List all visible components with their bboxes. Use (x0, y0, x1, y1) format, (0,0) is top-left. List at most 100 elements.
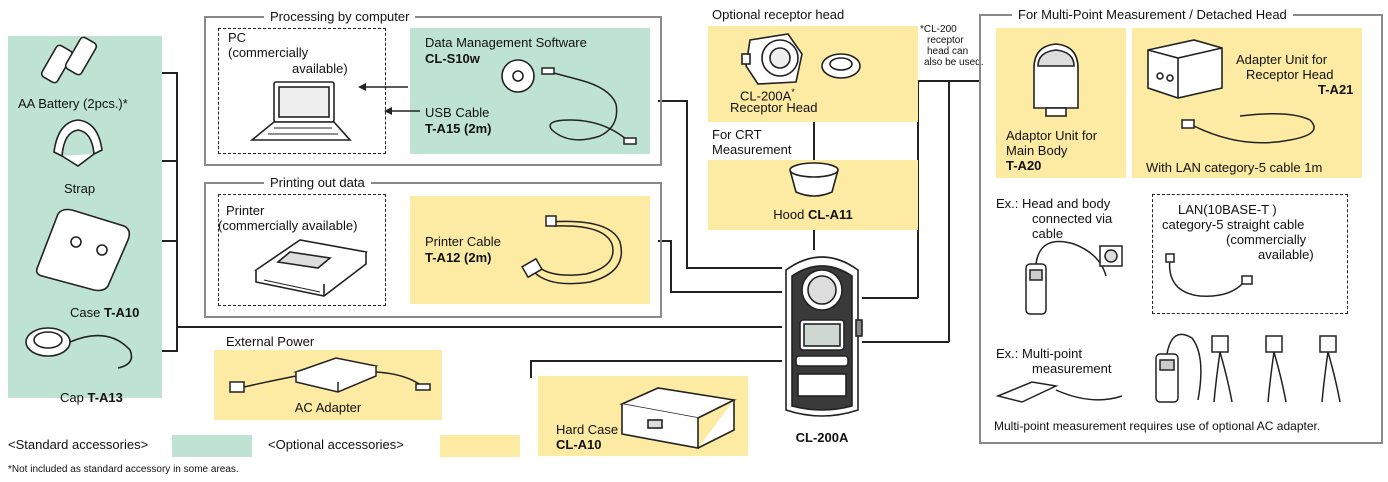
hard-case-icon (619, 387, 737, 449)
receptor-note-1: *CL-200 (920, 24, 957, 35)
arrow-software-to-pc (358, 83, 408, 91)
legend-standard-label: <Standard accessories> (8, 437, 149, 452)
hard-case-code: CL-A10 (556, 437, 602, 452)
laptop-icon (249, 81, 352, 141)
lan-cable-icon (1181, 113, 1315, 144)
receptor-head-icon (741, 33, 803, 85)
a21-code: T-A21 (1318, 82, 1354, 97)
connector-receptor-hood (813, 122, 815, 160)
usb-cable-icon (541, 67, 637, 145)
arrow-usb-to-pc (384, 107, 420, 115)
lan-cable-label: With LAN category-5 cable 1m (1146, 160, 1323, 175)
hood-label: Hood CL-A11 (773, 207, 853, 222)
main-unit-label: CL-200A (795, 430, 849, 445)
connector-receptor-right-bottom (862, 297, 918, 299)
crt-title-1: For CRT (712, 127, 762, 142)
lan-label-4: available) (1258, 247, 1314, 262)
hard-case-label: Hard Case (556, 422, 619, 437)
legend-standard-swatch (172, 435, 252, 457)
ex1-label-2: connected via (1032, 211, 1113, 226)
connector-multipoint-v (948, 80, 950, 342)
printer-label-2: (commercially available) (218, 218, 358, 233)
printing-title: Printing out data (264, 175, 371, 190)
connector-strap (162, 160, 177, 162)
external-power-title: External Power (226, 334, 315, 349)
receptor-label-1: CL-200A* (740, 87, 795, 104)
printer-cable-panel (410, 196, 650, 304)
connector-power-h (530, 360, 782, 362)
receptor-head-panel (708, 26, 918, 122)
ex2-label-1: Ex.: Multi-point (996, 346, 1082, 361)
receptor-note-2: receptor (927, 35, 964, 46)
receptor-note-3: head can (927, 46, 969, 57)
printer-cable-label: Printer Cable (425, 234, 501, 249)
printer-icon (253, 239, 368, 297)
aa-battery-icon (40, 36, 98, 84)
connector-left-bus (176, 72, 178, 352)
usb-cable-label: USB Cable (425, 105, 490, 120)
software-title: Data Management Software (425, 35, 587, 50)
usb-cable-code: T-A15 (2m) (425, 121, 492, 136)
connector-battery (162, 72, 177, 74)
connector-printing-v (670, 240, 672, 292)
receptor-note-4: also be used. (924, 57, 984, 68)
cd-rom-icon (501, 59, 535, 93)
printer-label-1: Printer (226, 203, 265, 218)
ex1-label-3: cable (1032, 226, 1064, 241)
printing-out-data-frame (204, 182, 662, 318)
software-panel (410, 28, 650, 154)
connector-cap (162, 350, 177, 352)
connector-processing-top (658, 100, 687, 102)
cap-label: Cap T-A13 (60, 390, 123, 405)
lan-label-2: category-5 straight cable (1162, 217, 1305, 232)
lens-cap-icon (25, 327, 133, 369)
printer-dashed-box (218, 194, 386, 306)
legend-footnote: *Not included as standard accessory in s… (8, 464, 239, 475)
pc-label-2: (commercially (228, 45, 309, 60)
connector-case (162, 240, 177, 242)
pc-dashed-box (218, 28, 386, 154)
processing-title: Processing by computer (264, 9, 416, 24)
legend-optional-swatch (440, 435, 520, 457)
a20-label-2: Main Body (1006, 143, 1068, 158)
connector-processing-bottom (686, 267, 782, 269)
ex1-label-1: Ex.: Head and body (996, 196, 1111, 211)
strap-icon (53, 119, 103, 167)
receptor-cap-icon (821, 53, 861, 79)
a20-label-1: Adaptor Unit for (1006, 128, 1098, 143)
connector-multipoint-bottom (862, 341, 949, 343)
lan-label-3: (commercially (1226, 232, 1307, 247)
connector-power-v (530, 360, 532, 378)
ac-adapter-label: AC Adapter (294, 400, 362, 415)
main-unit-icon (785, 256, 863, 417)
hood-icon (789, 162, 839, 197)
adapter-main-body-icon (1033, 43, 1079, 117)
lan-cable-dashed-box (1152, 194, 1348, 314)
carrying-case-icon (35, 208, 131, 292)
case-label: Case T-A10 (70, 305, 140, 320)
receptor-label-2: Receptor Head (730, 100, 818, 115)
multipoint-setup-icon (995, 333, 1341, 403)
connector-printing-bottom (670, 291, 782, 293)
legend-optional-label: <Optional accessories> (268, 437, 404, 452)
ex2-label-2: measurement (1032, 361, 1112, 376)
multipoint-title: For Multi-Point Measurement / Detached H… (1012, 7, 1293, 22)
strap-label: Strap (64, 181, 96, 196)
software-code: CL-S10w (425, 51, 480, 66)
printer-cable-code: T-A12 (2m) (425, 250, 492, 265)
connector-processing-v (686, 100, 688, 268)
pc-label-1: PC (228, 30, 247, 45)
adapter-receptor-head-icon (1147, 39, 1223, 99)
connector-hood-main (813, 230, 815, 250)
a21-label-1: Adapter Unit for (1236, 52, 1328, 67)
printer-cable-icon (521, 215, 623, 285)
connector-printing-top (658, 240, 671, 242)
head-body-cable-icon (1025, 240, 1123, 315)
receptor-title: Optional receptor head (712, 7, 845, 22)
pc-label-3: available) (292, 61, 348, 76)
multipoint-requirement: Multi-point measurement requires use of … (994, 419, 1321, 433)
lan-straight-cable-icon (1165, 253, 1253, 297)
battery-label: AA Battery (2pcs.)* (18, 96, 128, 111)
processing-by-computer-frame (204, 16, 662, 166)
connector-standard-to-main (176, 326, 782, 328)
